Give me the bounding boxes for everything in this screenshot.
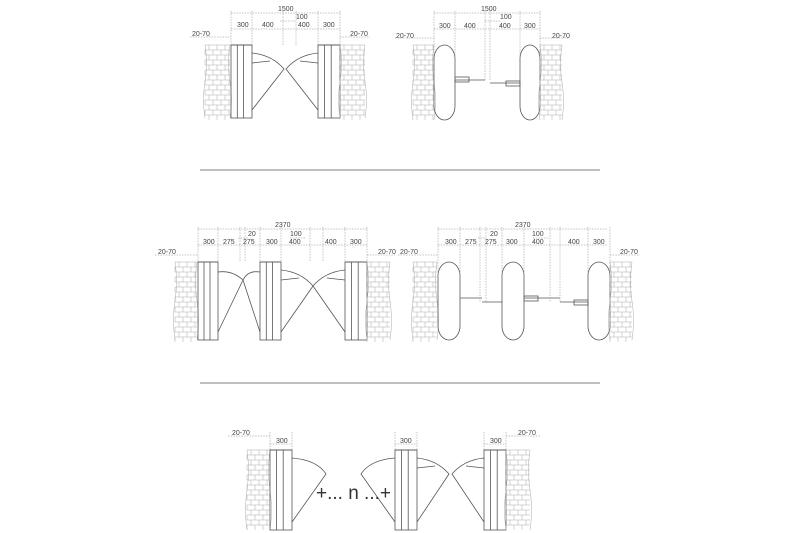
dim-wall-right: 20-70: [552, 33, 570, 40]
row3-dimensions: 20-70 300 300 300 20-70 +... n ...+: [232, 430, 536, 504]
dim-wall-left: 20-70: [396, 33, 414, 40]
turnstile-post: [259, 261, 282, 341]
flap-wing: [360, 457, 396, 523]
dim: 400: [289, 239, 301, 246]
dim: 275: [485, 239, 497, 246]
turnstile-oval: [519, 44, 541, 121]
dim: 400: [499, 23, 511, 30]
dim-gap-small: 20: [248, 231, 256, 238]
turnstile-post: [230, 44, 253, 119]
arm-housing: [573, 299, 589, 306]
dim-total: 1500: [481, 6, 497, 13]
dim-total: 2370: [275, 222, 291, 229]
dim: 275: [243, 239, 255, 246]
flap-wing: [312, 269, 346, 333]
dim: 400: [532, 239, 544, 246]
wall-edge: [203, 44, 232, 119]
dim: 300: [400, 438, 412, 445]
flap-wing: [251, 60, 271, 64]
flap-wing: [285, 52, 319, 111]
turnstile-oval: [587, 261, 611, 341]
wall-edge: [411, 44, 436, 121]
turnstile-oval: [437, 261, 461, 341]
turnstile-oval: [433, 44, 456, 121]
dim: 300: [276, 438, 288, 445]
dim: 400: [568, 239, 580, 246]
dim-wall-left: 20-70: [400, 249, 418, 256]
dim-wall-right: 20-70: [518, 430, 536, 437]
dim: 300: [237, 22, 249, 29]
flap-wing: [299, 60, 319, 64]
turnstile-post: [344, 261, 368, 341]
flap-wing: [451, 457, 485, 523]
flap-wing: [251, 52, 285, 111]
dim-wall-left: 20-70: [158, 249, 176, 256]
row1-left-dimensions: 1500 100 300 400 400 300 20-70 20-70: [192, 6, 368, 38]
dim-gap: 100: [296, 14, 308, 21]
turnstile-post: [317, 44, 341, 119]
dim-wall-right: 20-70: [378, 249, 396, 256]
dim-gap: 100: [500, 14, 512, 21]
dim: 300: [350, 239, 362, 246]
dim-gap: 100: [290, 231, 302, 238]
repeat-label: +... n ...+: [316, 483, 391, 504]
flap-wing: [465, 465, 485, 469]
dim: 400: [464, 23, 476, 30]
flap-wing: [326, 277, 346, 281]
dim: 400: [262, 22, 274, 29]
wall-edge: [365, 261, 392, 341]
turnstile-post: [269, 449, 293, 531]
dim-wall-right: 20-70: [620, 249, 638, 256]
dim: 300: [593, 239, 605, 246]
dim-total: 1500: [278, 6, 294, 13]
flap-wing: [242, 271, 261, 333]
dim: 300: [506, 239, 518, 246]
dim: 400: [298, 22, 310, 29]
dim: 300: [266, 239, 278, 246]
dim: 300: [439, 23, 451, 30]
arm-housing: [505, 80, 521, 87]
arm-housing: [523, 295, 539, 302]
wall-edge: [504, 449, 532, 531]
row2-left-dimensions: 2370 20 100 300 275 275 300 400 400 300 …: [158, 222, 396, 256]
dim: 300: [445, 239, 457, 246]
dim: 400: [325, 239, 337, 246]
dim-total: 2370: [515, 222, 531, 229]
geometry: [155, 11, 640, 531]
wall-edge: [338, 44, 367, 119]
arm-housing: [454, 76, 470, 83]
dim-gap-small: 20: [490, 231, 498, 238]
turnstile-post: [394, 449, 418, 531]
flap-wing: [416, 457, 450, 523]
dim-wall-left: 20-70: [192, 31, 210, 38]
flap-wing: [217, 271, 244, 333]
dim-wall-right: 20-70: [350, 31, 368, 38]
row2-right-dimensions: 2370 20 100 300 275 275 300 400 400 300 …: [400, 222, 638, 256]
dim: 300: [490, 438, 502, 445]
turnstile-oval: [501, 261, 525, 341]
flap-wing: [416, 465, 436, 469]
dim: 275: [465, 239, 477, 246]
row1-right-dimensions: 1500 100 300 400 400 300 20-70 20-70: [396, 6, 570, 40]
dim-wall-left: 20-70: [232, 430, 250, 437]
dim-gap: 100: [532, 231, 544, 238]
turnstile-post: [483, 449, 507, 531]
dim: 300: [323, 22, 335, 29]
turnstile-post: [197, 261, 219, 341]
dim: 275: [223, 239, 235, 246]
wall-edge: [538, 44, 564, 121]
dim: 300: [524, 23, 536, 30]
flap-wing: [291, 457, 327, 523]
dim: 300: [203, 239, 215, 246]
flap-wing: [280, 277, 300, 281]
